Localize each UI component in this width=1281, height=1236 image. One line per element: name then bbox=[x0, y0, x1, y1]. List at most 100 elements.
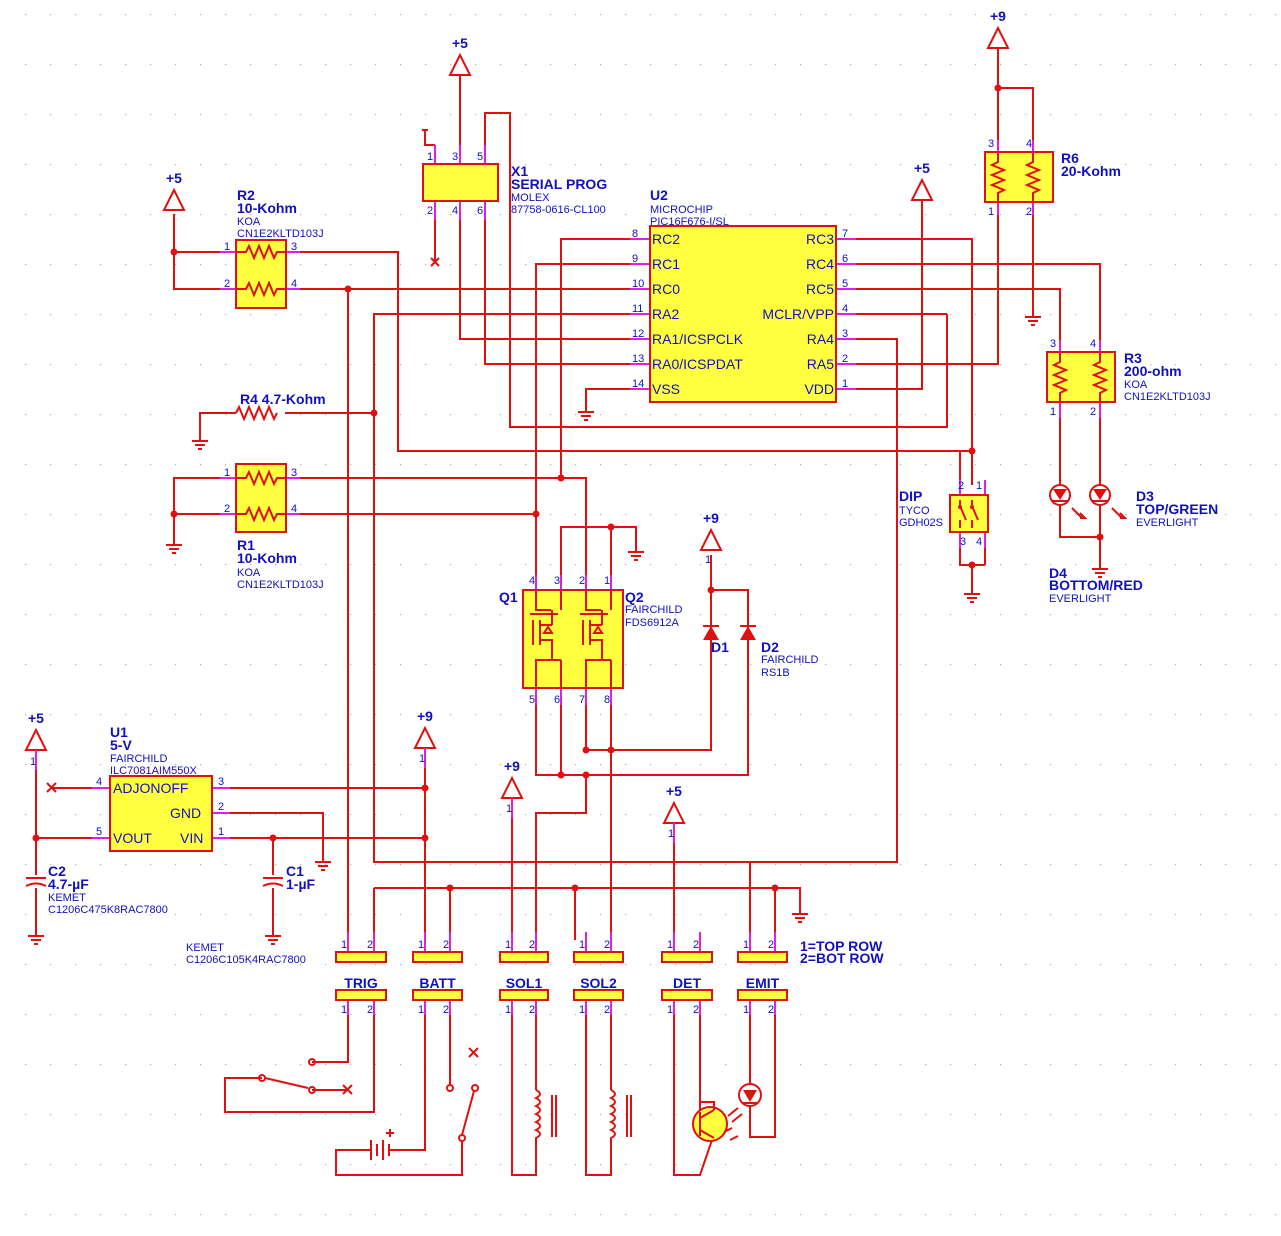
svg-text:KEMET: KEMET bbox=[186, 942, 224, 954]
svg-text:1: 1 bbox=[579, 1004, 585, 1016]
svg-text:4: 4 bbox=[976, 536, 982, 548]
u2-pin-number: 14 bbox=[632, 378, 644, 390]
svg-text:C2: C2 bbox=[48, 863, 66, 879]
svg-text:2: 2 bbox=[693, 1004, 699, 1016]
svg-text:+5: +5 bbox=[28, 710, 44, 726]
svg-text:2: 2 bbox=[224, 278, 230, 290]
connector-label: SOL2 bbox=[580, 975, 617, 991]
svg-text:6: 6 bbox=[554, 694, 560, 706]
power-plus9-u1: +9 bbox=[413, 708, 437, 749]
led-d3-d4: D3 TOP/GREEN EVERLIGHT D4 BOTTOM/RED EVE… bbox=[1049, 484, 1218, 605]
svg-text:VOUT: VOUT bbox=[113, 830, 152, 846]
svg-text:ADJONOFF: ADJONOFF bbox=[113, 780, 188, 796]
svg-text:1: 1 bbox=[1050, 406, 1056, 418]
svg-text:2: 2 bbox=[427, 205, 433, 217]
svg-text:1: 1 bbox=[218, 826, 224, 838]
svg-text:1: 1 bbox=[705, 554, 711, 566]
svg-text:3: 3 bbox=[960, 536, 966, 548]
svg-text:2: 2 bbox=[958, 480, 964, 492]
svg-text:2: 2 bbox=[529, 939, 535, 951]
connector-label: SOL1 bbox=[506, 975, 543, 991]
svg-text:D4: D4 bbox=[1049, 565, 1067, 581]
u2-pin-name: VSS bbox=[652, 381, 680, 397]
power-plus5-u2: +5 bbox=[910, 160, 934, 201]
svg-text:3: 3 bbox=[988, 138, 994, 150]
svg-text:D3: D3 bbox=[1136, 488, 1154, 504]
u2-pin-name: RA4 bbox=[807, 331, 834, 347]
svg-text:1: 1 bbox=[743, 1004, 749, 1016]
u2-pin-number: 3 bbox=[842, 328, 848, 340]
resistor-r4: R4 4.7-Kohm bbox=[235, 391, 326, 422]
svg-text:1: 1 bbox=[668, 828, 674, 840]
svg-text:TOP/GREEN: TOP/GREEN bbox=[1136, 501, 1218, 517]
power-plus9-r6: +9 bbox=[986, 8, 1010, 49]
svg-text:5: 5 bbox=[477, 151, 483, 163]
svg-text:1: 1 bbox=[224, 467, 230, 479]
svg-text:2: 2 bbox=[529, 1004, 535, 1016]
resistor-array-r1: 12 34 R1 10-Kohm KOA CN1E2KLTD103J bbox=[220, 463, 324, 591]
svg-text:+9: +9 bbox=[417, 708, 433, 724]
u2-pin-name: RC2 bbox=[652, 231, 680, 247]
svg-text:1: 1 bbox=[427, 151, 433, 163]
svg-text:1: 1 bbox=[419, 753, 425, 765]
u2-pin-number: 4 bbox=[842, 303, 848, 315]
svg-text:2: 2 bbox=[1026, 206, 1032, 218]
svg-text:EVERLIGHT: EVERLIGHT bbox=[1136, 517, 1199, 529]
svg-text:R4 4.7-Kohm: R4 4.7-Kohm bbox=[240, 391, 326, 407]
u2-pin-name: RA1/ICSPCLK bbox=[652, 331, 744, 347]
peripherals bbox=[258, 1058, 762, 1160]
svg-text:1: 1 bbox=[743, 939, 749, 951]
svg-text:+9: +9 bbox=[504, 758, 520, 774]
svg-text:7: 7 bbox=[579, 694, 585, 706]
svg-text:EVERLIGHT: EVERLIGHT bbox=[1049, 593, 1112, 605]
power-plus5-det: +5 bbox=[662, 783, 686, 824]
power-plus5-x1: +5 bbox=[448, 35, 472, 76]
svg-text:CN1E2KLTD103J: CN1E2KLTD103J bbox=[237, 579, 324, 591]
wires bbox=[35, 48, 1101, 1176]
svg-text:2: 2 bbox=[1090, 406, 1096, 418]
svg-text:3: 3 bbox=[291, 467, 297, 479]
svg-text:DIP: DIP bbox=[899, 488, 922, 504]
svg-text:10-Kohm: 10-Kohm bbox=[237, 200, 297, 216]
svg-text:MICROCHIP: MICROCHIP bbox=[650, 204, 713, 216]
svg-text:2: 2 bbox=[693, 939, 699, 951]
u2-pin-number: 9 bbox=[632, 253, 638, 265]
svg-text:5: 5 bbox=[529, 694, 535, 706]
power-plus5-u1: +5 bbox=[24, 710, 48, 751]
svg-text:4: 4 bbox=[529, 575, 535, 587]
svg-text:2: 2 bbox=[579, 575, 585, 587]
svg-text:2: 2 bbox=[768, 1004, 774, 1016]
svg-text:+5: +5 bbox=[666, 783, 682, 799]
u2-pin-number: 10 bbox=[632, 278, 644, 290]
u2-pin-name: RC1 bbox=[652, 256, 680, 272]
power-symbols: +5 +5 +5 +9 +9 +5 +9 +9 +5 bbox=[24, 8, 1010, 824]
connector-label: EMIT bbox=[746, 975, 780, 991]
row-note-1: 1=TOP ROW bbox=[800, 938, 883, 954]
u2-pin-number: 1 bbox=[842, 378, 848, 390]
svg-text:4: 4 bbox=[1090, 338, 1096, 350]
svg-text:GND: GND bbox=[170, 805, 201, 821]
svg-text:R1: R1 bbox=[237, 537, 255, 553]
connector-label: TRIG bbox=[344, 975, 378, 991]
u2-pin-name: RC5 bbox=[806, 281, 834, 297]
svg-text:2: 2 bbox=[367, 1004, 373, 1016]
svg-text:1: 1 bbox=[341, 1004, 347, 1016]
svg-text:4: 4 bbox=[96, 776, 102, 788]
power-plus5-r2: +5 bbox=[162, 170, 186, 211]
svg-text:1: 1 bbox=[418, 939, 424, 951]
svg-text:GDH02S: GDH02S bbox=[899, 517, 943, 529]
svg-text:2: 2 bbox=[218, 801, 224, 813]
connector-label: DET bbox=[673, 975, 701, 991]
diodes-d1-d2: 1 D1 D2 FAIRCHILD RS1B bbox=[703, 554, 819, 679]
u2-pin-name: RC3 bbox=[806, 231, 834, 247]
svg-text:+5: +5 bbox=[914, 160, 930, 176]
svg-text:PIC16F676-I/SL: PIC16F676-I/SL bbox=[650, 216, 729, 228]
svg-text:87758-0616-CL100: 87758-0616-CL100 bbox=[511, 204, 606, 216]
svg-text:FDS6912A: FDS6912A bbox=[625, 617, 679, 629]
